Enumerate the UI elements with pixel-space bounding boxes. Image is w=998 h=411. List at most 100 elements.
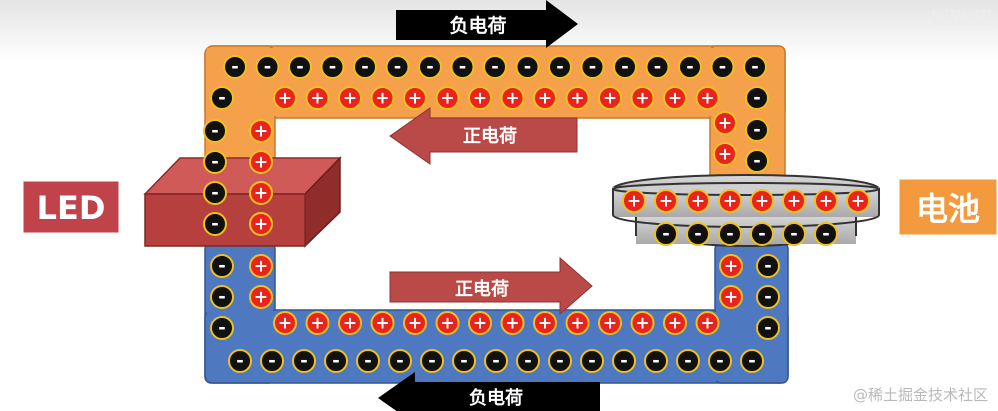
positive-charge: + — [273, 86, 297, 110]
negative-charge: - — [260, 349, 284, 373]
negative-charge: - — [708, 349, 732, 373]
svg-text:+: + — [408, 89, 422, 109]
svg-text:-: - — [662, 224, 669, 245]
negative-charge: - — [548, 349, 572, 373]
positive-charge: + — [338, 311, 362, 335]
positive-charge: + — [654, 189, 678, 213]
svg-text:-: - — [231, 57, 238, 78]
positive-charge: + — [719, 285, 743, 309]
svg-text:+: + — [375, 314, 389, 334]
svg-text:-: - — [524, 57, 531, 78]
positive-charge: + — [533, 311, 557, 335]
negative-charge: - — [613, 55, 637, 79]
svg-text:+: + — [755, 192, 769, 212]
svg-text:-: - — [218, 287, 225, 308]
positive-charge: + — [338, 86, 362, 110]
svg-text:+: + — [851, 192, 865, 212]
negative-charge: - — [745, 149, 769, 173]
positive-charge: + — [533, 86, 557, 110]
svg-text:+: + — [819, 192, 833, 212]
svg-text:+: + — [668, 314, 682, 334]
negative-charge: - — [756, 254, 780, 278]
negative-charge: - — [548, 55, 572, 79]
svg-text:-: - — [764, 318, 771, 339]
svg-text:+: + — [254, 288, 268, 308]
charges-layer: -----------------++++++++++++++-----++++… — [203, 55, 870, 373]
svg-text:-: - — [364, 351, 371, 372]
svg-text:-: - — [218, 318, 225, 339]
svg-text:+: + — [254, 184, 268, 204]
svg-text:+: + — [787, 192, 801, 212]
negative-charge: - — [612, 349, 636, 373]
svg-text:-: - — [332, 351, 339, 372]
svg-text:-: - — [460, 351, 467, 372]
positive-charge: + — [249, 150, 273, 174]
svg-text:+: + — [691, 192, 705, 212]
positive-charge: + — [846, 189, 870, 213]
negative-charge: - — [452, 349, 476, 373]
positive-charge: + — [814, 189, 838, 213]
svg-text:+: + — [505, 89, 519, 109]
positive-charge: + — [370, 86, 395, 110]
svg-text:-: - — [492, 351, 499, 372]
svg-text:+: + — [603, 89, 617, 109]
svg-text:+: + — [627, 192, 641, 212]
svg-text:-: - — [764, 287, 771, 308]
positive-charge: + — [719, 254, 743, 278]
negative-charge: - — [418, 55, 442, 79]
battery-label: 电池 — [896, 176, 998, 238]
negative-charge: - — [516, 349, 540, 373]
negative-charge: - — [756, 316, 780, 340]
negative-charge: - — [210, 254, 234, 278]
svg-text:+: + — [473, 89, 487, 109]
svg-text:-: - — [719, 57, 726, 78]
arrow-bottom-label: 负电荷 — [469, 387, 523, 409]
svg-text:-: - — [459, 57, 466, 78]
positive-charge: + — [435, 311, 460, 335]
negative-charge: - — [420, 349, 444, 373]
negative-charge: - — [356, 349, 380, 373]
positive-charge: + — [565, 86, 590, 110]
positive-charge: + — [598, 311, 622, 335]
svg-text:+: + — [254, 215, 268, 235]
svg-text:+: + — [538, 89, 552, 109]
negative-charge: - — [228, 349, 252, 373]
svg-text:+: + — [724, 257, 738, 277]
negative-charge: - — [388, 349, 412, 373]
svg-text:-: - — [556, 351, 563, 372]
svg-text:-: - — [396, 351, 403, 372]
arrow-lower-inner-positive: 正电荷 — [389, 256, 593, 316]
svg-text:-: - — [491, 57, 498, 78]
svg-text:+: + — [538, 314, 552, 334]
led-box — [143, 156, 342, 248]
negative-charge: - — [385, 55, 410, 79]
negative-charge: - — [484, 349, 508, 373]
arrow-top-negative: 负电荷 — [396, 0, 578, 48]
positive-charge: + — [565, 311, 590, 335]
negative-charge: - — [255, 55, 280, 79]
svg-text:-: - — [211, 121, 218, 142]
svg-text:-: - — [211, 214, 218, 235]
negative-charge: - — [580, 55, 605, 79]
svg-text:+: + — [408, 314, 422, 334]
svg-text:+: + — [440, 89, 454, 109]
negative-charge: - — [745, 86, 769, 110]
negative-charge: - — [203, 119, 227, 143]
svg-text:-: - — [748, 351, 755, 372]
bilibili-logo-watermark: bilibili — [930, 6, 993, 30]
svg-text:-: - — [753, 120, 760, 141]
svg-text:-: - — [764, 256, 771, 277]
svg-text:+: + — [254, 257, 268, 277]
svg-text:+: + — [473, 314, 487, 334]
svg-text:+: + — [375, 89, 389, 109]
negative-charge: - — [644, 349, 668, 373]
negative-charge: - — [745, 118, 769, 142]
arrow-bottom-negative: 负电荷 — [378, 372, 600, 411]
negative-charge: - — [740, 349, 764, 373]
negative-charge: - — [450, 55, 475, 79]
negative-charge: - — [686, 222, 710, 246]
positive-charge: + — [598, 86, 622, 110]
positive-charge: + — [713, 111, 737, 135]
positive-charge: + — [663, 311, 687, 335]
